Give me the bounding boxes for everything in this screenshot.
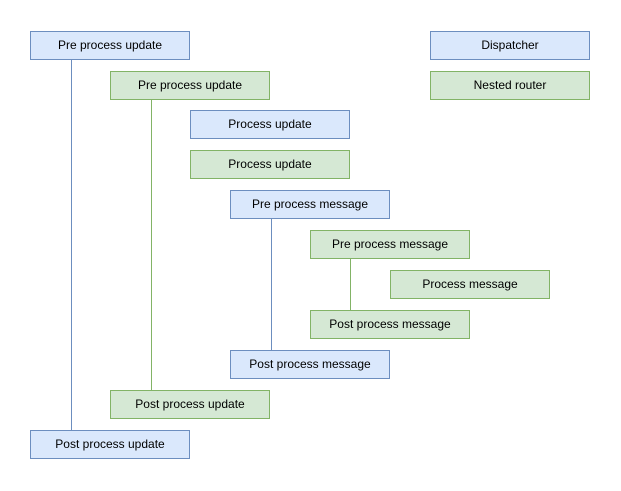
diagram-node-pre-process-update-nested: Pre process update <box>110 71 270 100</box>
diagram-node-post-process-message-dispatcher: Post process message <box>230 350 390 379</box>
connector-message-lifeline-dispatcher <box>271 219 272 350</box>
diagram-node-process-message-nested: Process message <box>390 270 550 299</box>
connector-update-lifeline-dispatcher <box>71 60 72 430</box>
diagram-node-pre-process-update-dispatcher: Pre process update <box>30 31 190 60</box>
diagram-node-process-update-nested: Process update <box>190 150 350 179</box>
connector-message-lifeline-nested <box>350 259 351 310</box>
diagram-node-dispatcher-legend: Dispatcher <box>430 31 590 60</box>
diagram-node-post-process-update-dispatcher: Post process update <box>30 430 190 459</box>
diagram-node-process-update-dispatcher: Process update <box>190 110 350 139</box>
diagram-node-post-process-update-nested: Post process update <box>110 390 270 419</box>
diagram-node-nested-router-legend: Nested router <box>430 71 590 100</box>
diagram-node-pre-process-message-dispatcher: Pre process message <box>230 190 390 219</box>
diagram-node-pre-process-message-nested: Pre process message <box>310 230 470 259</box>
connector-update-lifeline-nested <box>151 100 152 390</box>
diagram-node-post-process-message-nested: Post process message <box>310 310 470 339</box>
